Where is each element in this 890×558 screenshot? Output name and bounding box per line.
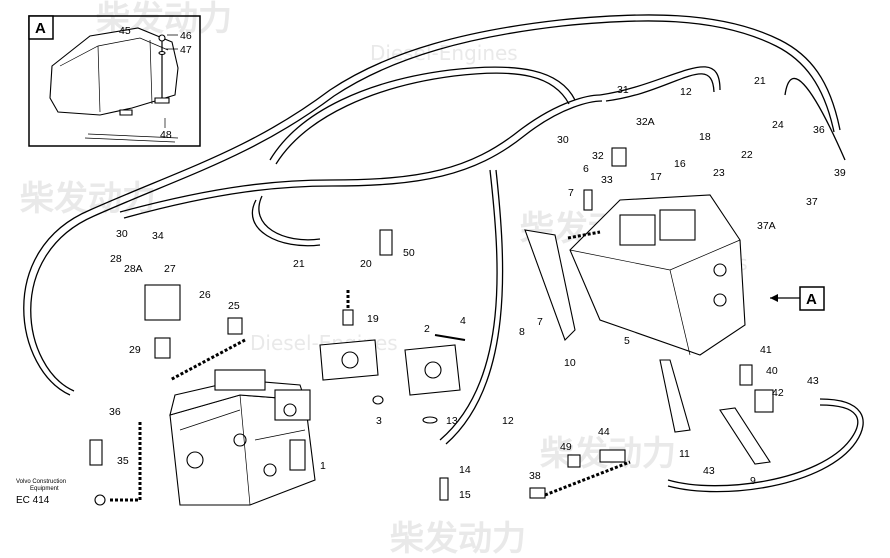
- footer-caption: Volvo Construction Equipment EC 414: [16, 479, 66, 506]
- callout-43-right: 43: [807, 375, 819, 387]
- callout-21-top: 21: [754, 75, 766, 87]
- callout-30-left: 30: [116, 228, 128, 240]
- callout-37A: 37A: [757, 220, 776, 232]
- callout-11: 11: [679, 448, 690, 460]
- reference-arrow: A: [770, 286, 825, 311]
- callout-42: 42: [772, 387, 784, 399]
- callout-17: 17: [650, 171, 662, 183]
- svg-text:Diesel-Engines: Diesel-Engines: [370, 41, 518, 65]
- callout-32: 32: [592, 150, 604, 162]
- detail-marker: A: [35, 20, 46, 37]
- svg-text:柴发动力: 柴发动力: [390, 519, 526, 558]
- callout-25: 25: [228, 300, 240, 312]
- callout-38: 38: [529, 470, 541, 482]
- manufacturer-line-1: Volvo Construction: [16, 479, 66, 485]
- callout-44: 44: [598, 426, 610, 438]
- callout-18: 18: [699, 131, 711, 143]
- callout-2: 2: [424, 323, 430, 335]
- callout-24: 24: [772, 119, 784, 131]
- callout-6: 6: [583, 163, 589, 175]
- callout-9: 9: [750, 475, 756, 487]
- callout-23: 23: [713, 167, 725, 179]
- callout-37: 37: [806, 196, 818, 208]
- callout-33: 33: [601, 174, 613, 186]
- drawing-code: EC 414: [16, 495, 50, 506]
- callout-27: 27: [164, 263, 176, 275]
- callouts: 31 32A 30 32 33 6 7 8 7 10 5 12 18 16 17…: [109, 75, 846, 501]
- callout-12-top: 12: [680, 86, 692, 98]
- callout-26: 26: [199, 289, 211, 301]
- callout-40: 40: [766, 365, 778, 377]
- callout-43-bottom: 43: [703, 465, 715, 477]
- callout-35: 35: [117, 455, 129, 467]
- callout-28A: 28A: [124, 263, 143, 275]
- callout-1: 1: [320, 460, 326, 472]
- callout-50: 50: [403, 247, 415, 259]
- callout-30-top: 30: [557, 134, 569, 146]
- fittings: [89, 147, 774, 506]
- callout-34: 34: [152, 230, 164, 242]
- control-valve-5: [524, 194, 771, 465]
- callout-7-top: 7: [568, 187, 574, 199]
- callout-13: 13: [446, 415, 458, 427]
- callout-5: 5: [624, 335, 630, 347]
- callout-39: 39: [834, 167, 846, 179]
- manufacturer-line-2: Equipment: [30, 486, 59, 492]
- callout-7: 7: [537, 316, 543, 328]
- callout-46: 46: [180, 30, 192, 42]
- callout-36-top: 36: [813, 124, 825, 136]
- callout-21: 21: [293, 258, 305, 270]
- callout-14: 14: [459, 464, 471, 476]
- flange-blocks: [319, 334, 466, 424]
- callout-36: 36: [109, 406, 121, 418]
- callout-20: 20: [360, 258, 372, 270]
- reference-marker: A: [806, 291, 817, 308]
- callout-16: 16: [674, 158, 686, 170]
- callout-32A: 32A: [636, 116, 655, 128]
- callout-47: 47: [180, 44, 192, 56]
- callout-15: 15: [459, 489, 471, 501]
- hoses: [23, 14, 864, 493]
- detail-box: A 45 46 47 48: [28, 15, 201, 147]
- callout-29: 29: [129, 344, 141, 356]
- callout-22: 22: [741, 149, 753, 161]
- callout-49: 49: [560, 441, 572, 453]
- callout-45: 45: [119, 25, 131, 37]
- dashed-links: [110, 230, 631, 502]
- callout-8: 8: [519, 326, 525, 338]
- callout-28: 28: [110, 253, 122, 265]
- callout-10: 10: [564, 357, 576, 369]
- callout-19: 19: [367, 313, 379, 325]
- callout-12: 12: [502, 415, 514, 427]
- callout-4: 4: [460, 315, 466, 327]
- cover-plate-45: [49, 27, 179, 116]
- valve-assembly-1: [169, 369, 316, 506]
- svg-text:柴发动力: 柴发动力: [20, 179, 156, 219]
- callout-3: 3: [376, 415, 382, 427]
- callout-31: 31: [617, 84, 629, 96]
- callout-48: 48: [160, 129, 172, 141]
- callout-41: 41: [760, 344, 772, 356]
